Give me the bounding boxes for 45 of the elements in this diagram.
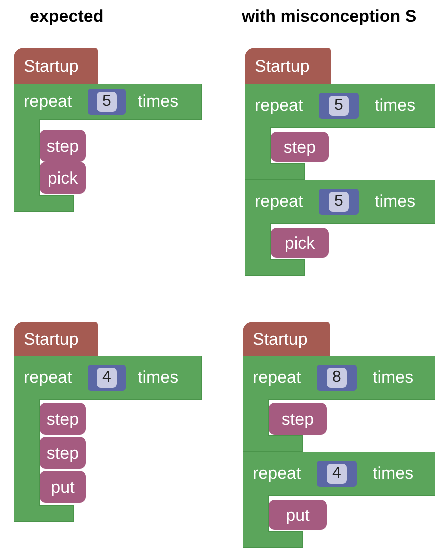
number-block bbox=[88, 365, 126, 391]
block-label: times bbox=[138, 93, 179, 110]
block-label: repeat bbox=[24, 93, 72, 110]
block-label: times bbox=[375, 97, 416, 114]
block-label: times bbox=[138, 369, 179, 386]
block-label: times bbox=[375, 193, 416, 210]
repeat-block bbox=[245, 84, 435, 180]
block-label: repeat bbox=[253, 465, 302, 482]
statement-block: step bbox=[40, 403, 86, 435]
number-value: 8 bbox=[326, 368, 348, 388]
repeat-block bbox=[243, 452, 435, 548]
number-value: 5 bbox=[328, 96, 350, 116]
start-block: Startup bbox=[14, 322, 98, 356]
number-value: 4 bbox=[96, 368, 118, 388]
statement-block: pick bbox=[40, 162, 86, 194]
repeat-block bbox=[14, 356, 202, 522]
column-heading: expected bbox=[30, 6, 104, 28]
repeat-block bbox=[245, 180, 435, 276]
repeat-block bbox=[243, 356, 435, 452]
start-block: Startup bbox=[14, 48, 98, 84]
statement-block: put bbox=[269, 500, 327, 530]
number-value: 5 bbox=[328, 192, 350, 212]
block-label: times bbox=[373, 369, 414, 386]
number-block bbox=[88, 89, 126, 115]
number-value: 5 bbox=[96, 92, 118, 112]
block-label: repeat bbox=[255, 97, 304, 114]
statement-block: step bbox=[40, 130, 86, 162]
start-block: Startup bbox=[243, 322, 330, 356]
number-block bbox=[317, 365, 357, 391]
number-value: 4 bbox=[326, 464, 348, 484]
number-block bbox=[319, 189, 359, 215]
statement-block: step bbox=[269, 403, 327, 435]
block-label: times bbox=[373, 465, 414, 482]
number-block bbox=[319, 93, 359, 119]
start-block: Startup bbox=[245, 48, 331, 84]
block-label: repeat bbox=[255, 193, 304, 210]
statement-block: pick bbox=[271, 228, 329, 258]
block-label: repeat bbox=[253, 369, 302, 386]
repeat-block bbox=[14, 84, 202, 212]
block-label: repeat bbox=[24, 369, 72, 386]
number-block bbox=[317, 461, 357, 487]
statement-block: step bbox=[40, 437, 86, 469]
statement-block: step bbox=[271, 132, 329, 162]
column-heading: with misconception S bbox=[242, 6, 417, 28]
statement-block: put bbox=[40, 471, 86, 503]
